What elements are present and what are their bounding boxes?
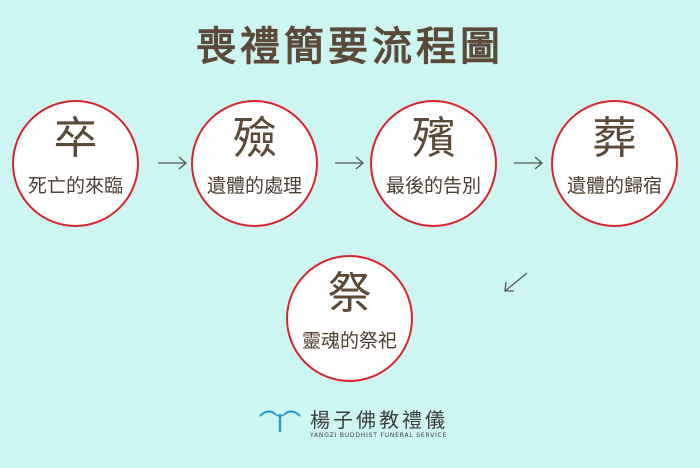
step-character: 殯 bbox=[411, 113, 456, 164]
step-lian: 殮 遺體的處理 bbox=[191, 100, 318, 227]
step-character: 葬 bbox=[592, 113, 637, 164]
step-character: 卒 bbox=[53, 113, 98, 164]
arrow-right-icon bbox=[335, 156, 364, 170]
arrow-down-left-icon bbox=[504, 272, 528, 292]
step-character: 殮 bbox=[232, 113, 277, 164]
step-label: 遺體的處理 bbox=[206, 175, 302, 197]
step-ji: 祭 靈魂的祭祀 bbox=[286, 255, 413, 382]
step-zu: 卒 死亡的來臨 bbox=[12, 100, 139, 227]
step-zang: 葬 遺體的歸宿 bbox=[551, 100, 678, 227]
step-label: 死亡的來臨 bbox=[27, 175, 123, 197]
arrow-right-icon bbox=[514, 156, 543, 170]
arrow-right-icon bbox=[158, 156, 187, 170]
logo-subtitle: YANGZI BUDDHIST FUNERAL SERVICE bbox=[310, 432, 448, 439]
logo-name: 楊子佛教禮儀 bbox=[310, 408, 448, 432]
diagram-title: 喪禮簡要流程圖 bbox=[196, 24, 504, 70]
step-character: 祭 bbox=[327, 268, 372, 319]
step-label: 遺體的歸宿 bbox=[566, 175, 662, 197]
step-label: 靈魂的祭祀 bbox=[301, 330, 397, 352]
lotus-icon bbox=[259, 410, 301, 432]
step-bin: 殯 最後的告別 bbox=[370, 100, 497, 227]
step-label: 最後的告別 bbox=[385, 175, 481, 197]
